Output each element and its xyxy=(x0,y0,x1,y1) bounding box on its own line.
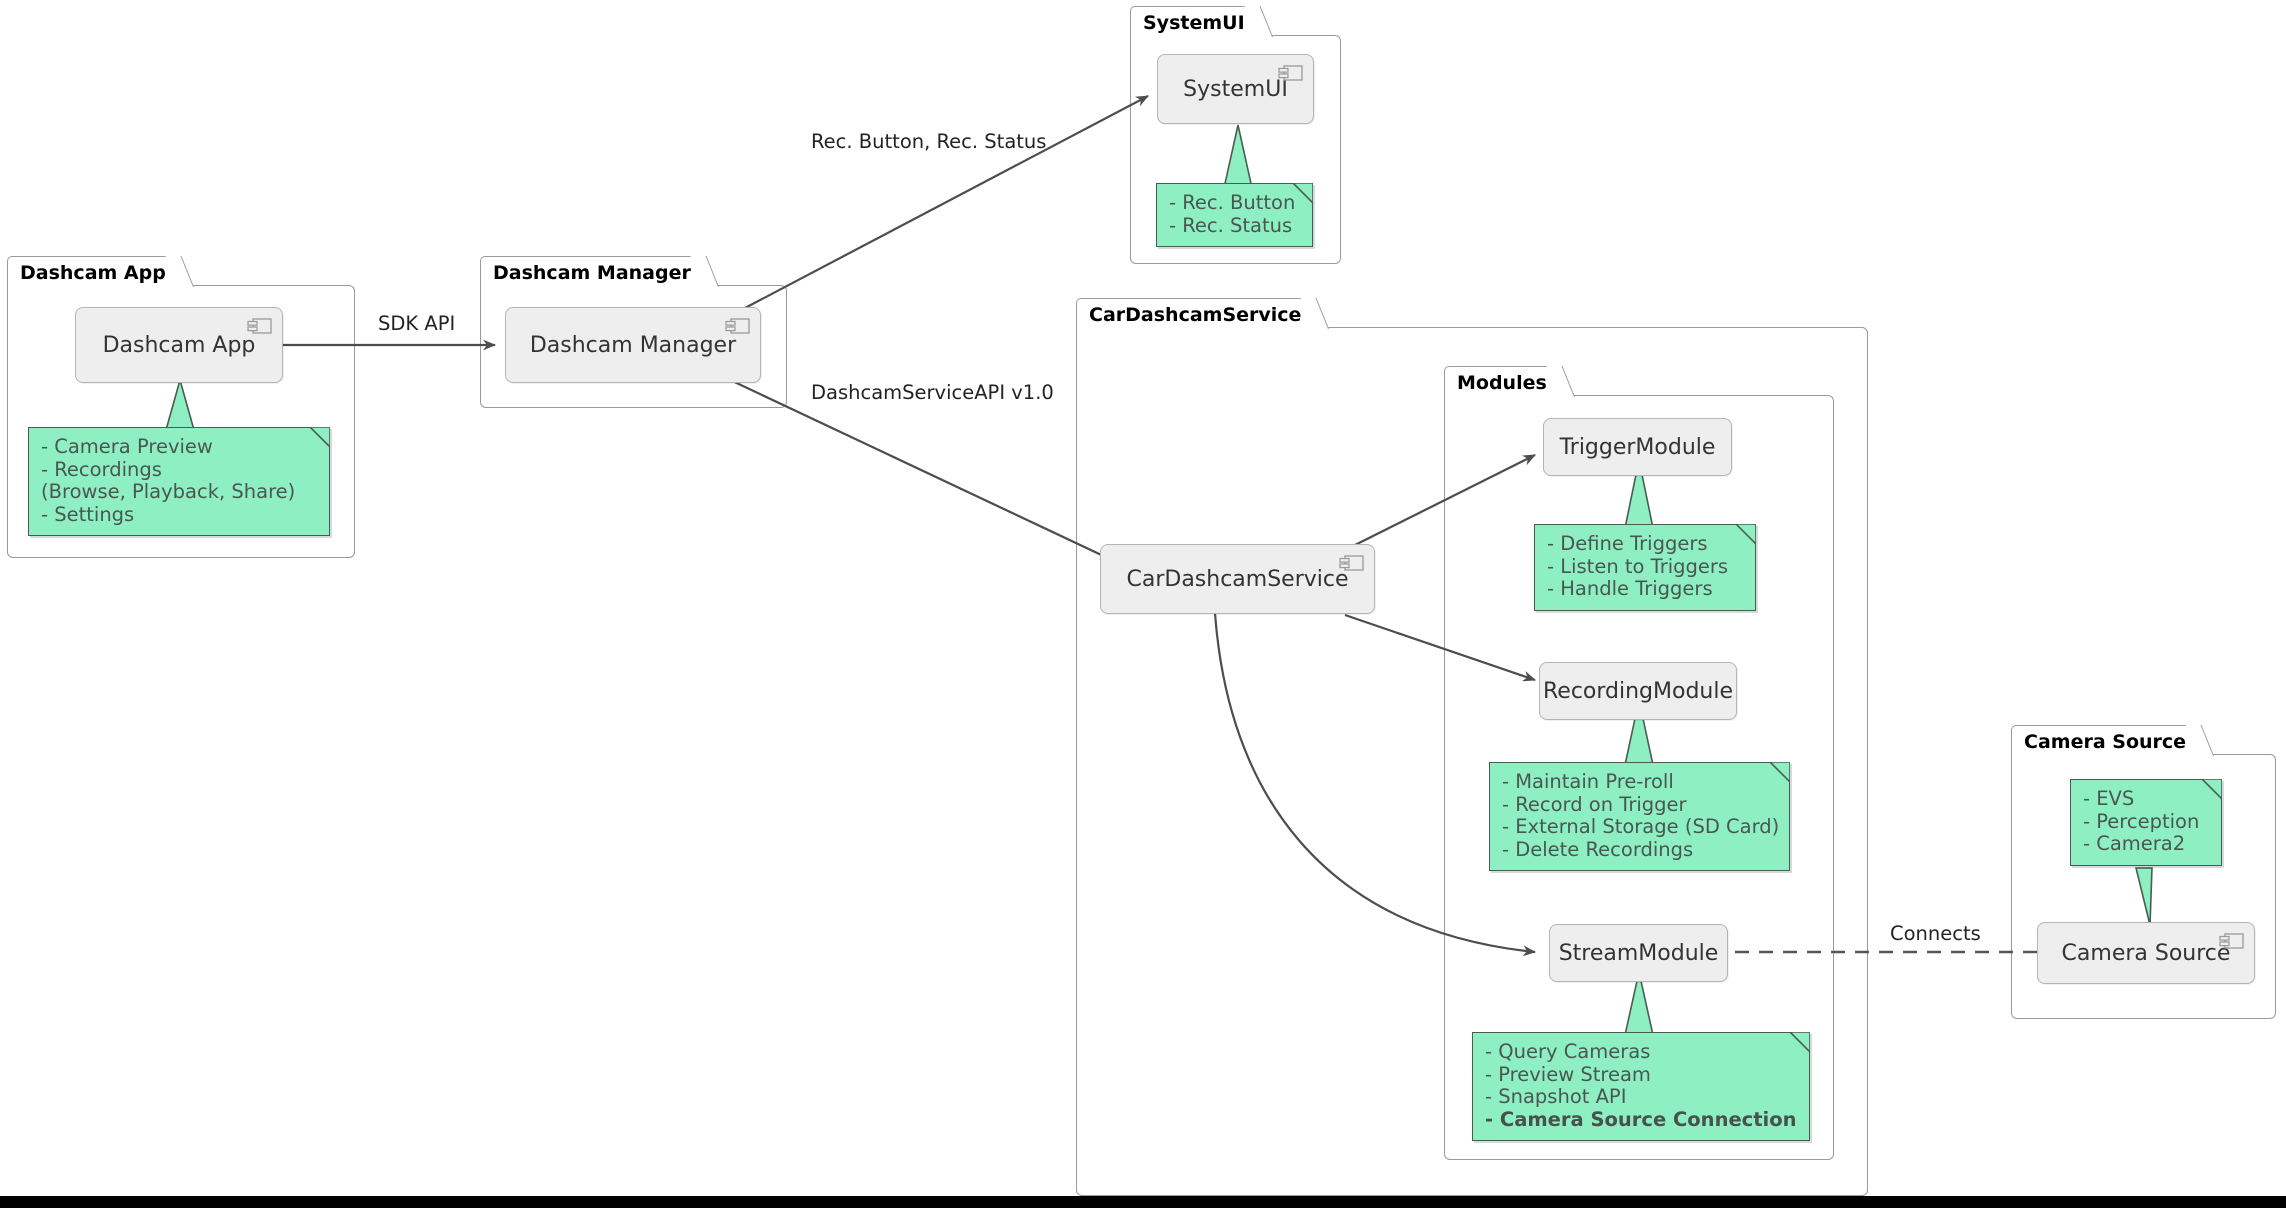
note-line: - Snapshot API xyxy=(1485,1085,1627,1108)
component-icon xyxy=(1339,555,1364,571)
note-line: (Browse, Playback, Share) xyxy=(41,480,296,503)
component-system-ui-label: SystemUI xyxy=(1183,76,1288,102)
component-icon xyxy=(1278,65,1303,81)
component-car-dashcam-service[interactable]: CarDashcamService xyxy=(1100,544,1375,614)
component-stream-module[interactable]: StreamModule xyxy=(1549,924,1728,982)
note-line: - Settings xyxy=(41,502,135,526)
note-line: - Handle Triggers xyxy=(1547,577,1713,600)
component-dashcam-app-label: Dashcam App xyxy=(102,332,256,358)
component-camera-source[interactable]: Camera Source xyxy=(2037,922,2255,984)
note-dashcam-app: - Camera Preview - Recordings (Browse, P… xyxy=(28,427,330,536)
note-line: - Maintain Pre-roll xyxy=(1502,770,1674,793)
note-fold-icon xyxy=(1790,1032,1810,1052)
note-line: - Perception xyxy=(2083,809,2200,833)
component-system-ui[interactable]: SystemUI xyxy=(1157,54,1314,124)
edge-label-connects: Connects xyxy=(1890,922,1981,945)
note-line: - Define Triggers xyxy=(1547,532,1708,555)
note-trigger-module: - Define Triggers - Listen to Triggers -… xyxy=(1534,524,1756,611)
note-line: - Rec. Status xyxy=(1169,213,1293,237)
note-line: - Query Cameras xyxy=(1485,1040,1651,1063)
bottom-bar xyxy=(0,1196,2286,1208)
note-line: - External Storage (SD Card) xyxy=(1502,815,1780,838)
edge-label-sdk-api: SDK API xyxy=(378,312,456,335)
component-trigger-module-label: TriggerModule xyxy=(1559,434,1716,460)
component-dashcam-app[interactable]: Dashcam App xyxy=(75,307,283,383)
note-line: - Listen to Triggers xyxy=(1547,554,1729,578)
note-camera-source: - EVS - Perception - Camera2 xyxy=(2070,779,2222,866)
package-camera-source-title: Camera Source xyxy=(2011,725,2202,755)
note-fold-icon xyxy=(310,427,330,447)
component-recording-module[interactable]: RecordingModule xyxy=(1539,662,1737,720)
note-line: - Camera Preview xyxy=(41,435,213,458)
package-car-dashcam-service-title: CarDashcamService xyxy=(1076,298,1317,328)
note-recording-module: - Maintain Pre-roll - Record on Trigger … xyxy=(1489,762,1790,871)
component-stream-module-label: StreamModule xyxy=(1558,940,1719,966)
package-modules-title: Modules xyxy=(1444,366,1562,396)
component-camera-source-label: Camera Source xyxy=(2061,940,2231,966)
component-icon xyxy=(2219,933,2244,949)
component-icon xyxy=(247,318,272,334)
package-dashcam-manager-title: Dashcam Manager xyxy=(480,256,706,286)
note-fold-icon xyxy=(1293,183,1313,203)
component-recording-module-label: RecordingModule xyxy=(1542,678,1734,704)
note-line: - Preview Stream xyxy=(1485,1062,1651,1086)
note-line: - EVS xyxy=(2083,787,2135,810)
note-stream-module: - Query Cameras - Preview Stream - Snaps… xyxy=(1472,1032,1810,1141)
note-fold-icon xyxy=(1770,762,1790,782)
component-trigger-module[interactable]: TriggerModule xyxy=(1543,418,1732,476)
package-dashcam-app-title: Dashcam App xyxy=(7,256,181,286)
component-dashcam-manager-label: Dashcam Manager xyxy=(529,332,737,358)
component-car-dashcam-service-label: CarDashcamService xyxy=(1126,566,1349,592)
note-system-ui: - Rec. Button - Rec. Status xyxy=(1156,183,1313,247)
note-line: - Delete Recordings xyxy=(1502,837,1694,861)
note-line: - Record on Trigger xyxy=(1502,792,1687,816)
component-dashcam-manager[interactable]: Dashcam Manager xyxy=(505,307,761,383)
component-icon xyxy=(725,318,750,334)
note-line-bold: - Camera Source Connection xyxy=(1485,1107,1797,1131)
note-fold-icon xyxy=(2202,779,2222,799)
note-line: - Recordings xyxy=(41,457,162,481)
edge-label-dashcam-service-api: DashcamServiceAPI v1.0 xyxy=(811,381,1054,404)
note-line: - Rec. Button xyxy=(1169,191,1296,214)
edge-label-rec-button-status: Rec. Button, Rec. Status xyxy=(811,130,1047,153)
note-fold-icon xyxy=(1736,524,1756,544)
note-line: - Camera2 xyxy=(2083,832,2186,855)
package-system-ui-title: SystemUI xyxy=(1130,6,1260,36)
